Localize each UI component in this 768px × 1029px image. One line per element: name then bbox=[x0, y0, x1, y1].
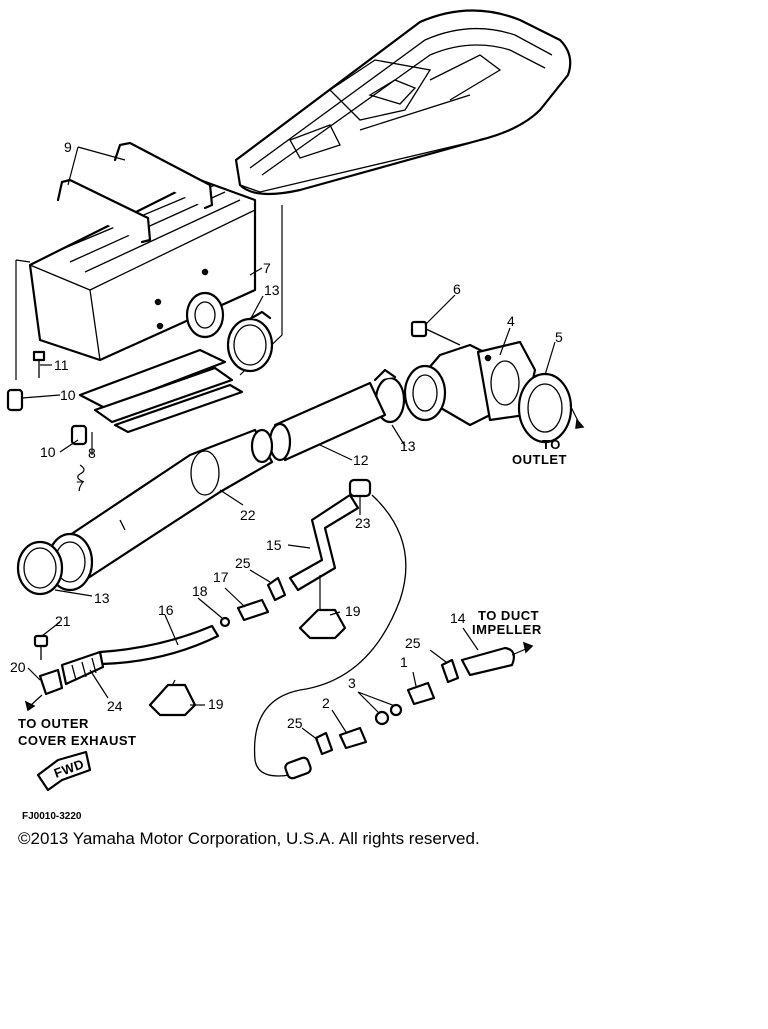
callout-7a: 7 bbox=[263, 260, 271, 276]
copyright-notice: ©2013 Yamaha Motor Corporation, U.S.A. A… bbox=[18, 829, 480, 848]
callout-15: 15 bbox=[266, 537, 282, 553]
callout-8: 8 bbox=[88, 445, 96, 461]
mounting-pads bbox=[78, 348, 244, 434]
clip-and-bolt bbox=[6, 350, 88, 446]
callout-1: 1 bbox=[400, 654, 408, 670]
fittings-upper bbox=[219, 576, 287, 628]
outlet-elbow bbox=[403, 340, 537, 427]
callout-24: 24 bbox=[107, 698, 123, 714]
callout-2: 2 bbox=[322, 695, 330, 711]
callout-16: 16 bbox=[158, 602, 174, 618]
callout-3: 3 bbox=[348, 675, 356, 691]
callout-9: 9 bbox=[64, 139, 72, 155]
fittings-lower bbox=[314, 646, 515, 756]
callout-25a: 25 bbox=[235, 555, 251, 571]
callout-12: 12 bbox=[353, 452, 369, 468]
outlet-gasket bbox=[517, 372, 573, 444]
hose-holder-right bbox=[298, 608, 347, 640]
callout-25c: 25 bbox=[287, 715, 303, 731]
callout-7b: 7 bbox=[76, 478, 84, 494]
forward-arrow-icon: FWD bbox=[36, 750, 92, 792]
water-hose-bend bbox=[288, 478, 372, 592]
callout-19b: 19 bbox=[345, 603, 361, 619]
callout-23: 23 bbox=[355, 515, 371, 531]
hose-clamp-lower bbox=[16, 540, 64, 596]
callout-17: 17 bbox=[213, 569, 229, 585]
callout-19a: 19 bbox=[208, 696, 224, 712]
callout-6: 6 bbox=[453, 281, 461, 297]
exhaust-hose bbox=[268, 381, 387, 462]
callout-10b: 10 bbox=[40, 444, 56, 460]
callout-21: 21 bbox=[55, 613, 71, 629]
callout-25b: 25 bbox=[405, 635, 421, 651]
callout-22: 22 bbox=[240, 507, 256, 523]
callout-13a: 13 bbox=[264, 282, 280, 298]
callout-4: 4 bbox=[507, 313, 515, 329]
figure-code: FJ0010-3220 bbox=[22, 811, 82, 822]
callout-13b: 13 bbox=[400, 438, 416, 454]
hose-holder-left bbox=[148, 683, 197, 717]
muffler-box bbox=[28, 141, 257, 362]
watercraft-hull-illustration bbox=[234, 9, 572, 196]
note-to-outer-2: COVER EXHAUST bbox=[18, 733, 136, 748]
note-to-outlet-1: TO bbox=[542, 437, 561, 452]
note-to-duct-2: IMPELLER bbox=[472, 622, 542, 637]
callout-14: 14 bbox=[450, 610, 466, 626]
water-hose-16 bbox=[33, 624, 220, 696]
callout-5: 5 bbox=[555, 329, 563, 345]
note-to-duct-1: TO DUCT bbox=[478, 608, 539, 623]
bolt bbox=[410, 320, 461, 346]
callout-10a: 10 bbox=[60, 387, 76, 403]
note-to-outlet-2: OUTLET bbox=[512, 452, 567, 467]
callout-18: 18 bbox=[192, 583, 208, 599]
callout-20: 20 bbox=[10, 659, 26, 675]
callout-13c: 13 bbox=[94, 590, 110, 606]
callout-11: 11 bbox=[54, 357, 69, 373]
note-to-outer-1: TO OUTER bbox=[18, 716, 89, 731]
hose-clamp-upper bbox=[226, 310, 274, 373]
exhaust-pipe bbox=[46, 428, 274, 592]
